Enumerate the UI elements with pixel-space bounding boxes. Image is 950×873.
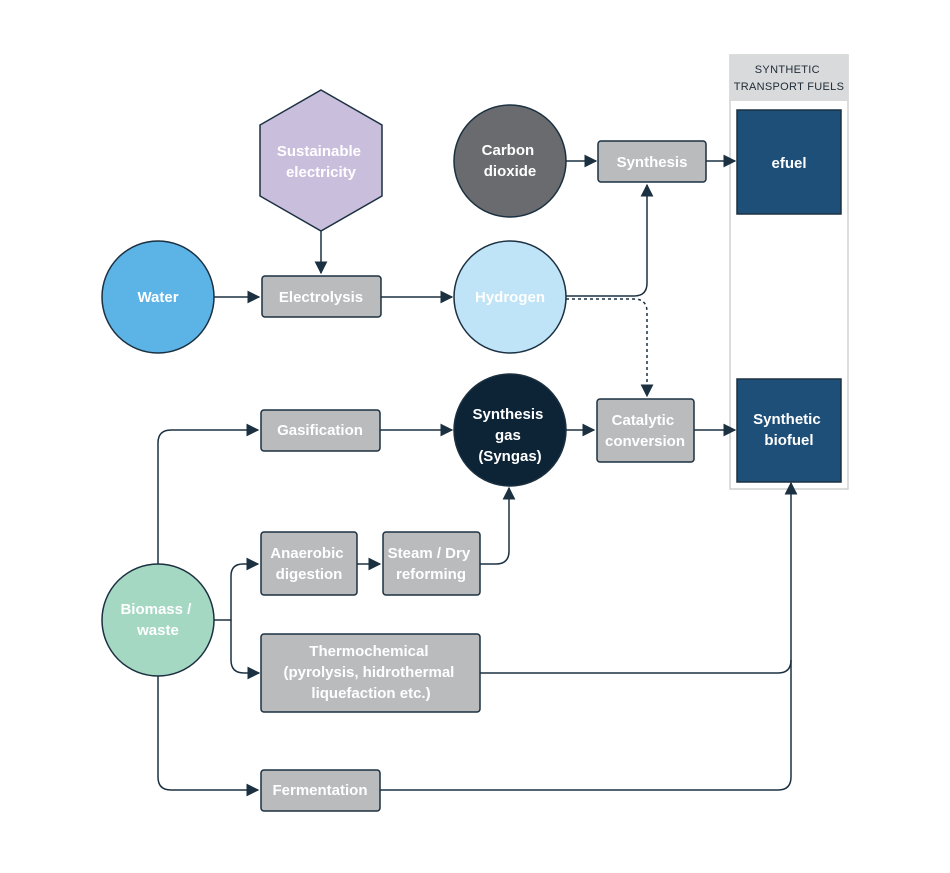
water-line-1: Water <box>137 289 178 306</box>
syngas-line-3: (Syngas) <box>478 448 541 465</box>
steam-dry-reforming-label: Steam / Dry reforming <box>388 545 475 583</box>
thermochemical-line-2: (pyrolysis, hidrothermal <box>283 664 454 681</box>
syngas-label: Synthesis gas (Syngas) <box>472 406 547 465</box>
steam-dry-reforming-line-2: reforming <box>396 566 466 583</box>
thermochemical-line-3: liquefaction etc.) <box>311 685 430 702</box>
anaerobic-digestion-label: Anaerobic digestion <box>270 545 348 583</box>
carbon-dioxide-label: Carbon dioxide <box>482 142 539 180</box>
panel-title-line-2: TRANSPORT FUELS <box>734 81 844 93</box>
syngas-line-2: gas <box>495 427 521 444</box>
carbon-dioxide-line-2: dioxide <box>484 163 537 180</box>
water-label: Water <box>137 289 178 306</box>
catalytic-conversion-line-2: conversion <box>605 433 685 450</box>
arrow-steam-to-syngas <box>480 486 516 565</box>
arrow-thermochemical-to-biofuel <box>480 481 798 674</box>
hydrogen-line-1: Hydrogen <box>475 289 545 306</box>
sustainable-electricity-hexagon <box>259 89 383 232</box>
catalytic-conversion-label: Catalytic conversion <box>605 412 685 450</box>
line-fermentation-to-biofuel <box>380 660 792 791</box>
fermentation-label: Fermentation <box>272 782 367 799</box>
hydrogen-circle <box>453 240 567 354</box>
biomass-waste-line-2: waste <box>136 622 179 639</box>
synthetic-biofuel-line-1: Synthetic <box>753 411 821 428</box>
anaerobic-digestion-line-1: Anaerobic <box>270 545 343 562</box>
arrow-hydrogen-to-catalytic-dotted <box>566 298 654 398</box>
sustainable-electricity-line-1: Sustainable <box>277 143 361 160</box>
synthetic-fuels-panel-header <box>730 55 848 101</box>
anaerobic-digestion-box <box>260 531 358 596</box>
arrow-biomass-to-gasification <box>157 423 260 565</box>
syngas-circle <box>453 373 567 487</box>
synthesis-box <box>597 140 707 183</box>
synthesis-label: Synthesis <box>617 154 688 171</box>
synthetic-biofuel-box <box>736 378 842 483</box>
thermochemical-label: Thermochemical (pyrolysis, hidrothermal … <box>283 643 458 702</box>
synthetic-biofuel-label: Synthetic biofuel <box>753 411 825 449</box>
synthesis-line-1: Synthesis <box>617 154 688 171</box>
thermochemical-line-1: Thermochemical <box>309 643 428 660</box>
electrolysis-line-1: Electrolysis <box>279 289 363 306</box>
arrow-biomass-to-thermochemical <box>230 620 261 680</box>
fermentation-line-1: Fermentation <box>272 782 367 799</box>
arrow-biomass-to-fermentation <box>157 675 260 797</box>
arrow-hydrogen-to-synthesis <box>566 183 654 297</box>
gasification-box <box>260 409 381 452</box>
biomass-waste-line-1: Biomass / <box>120 601 192 618</box>
anaerobic-digestion-line-2: digestion <box>276 566 343 583</box>
electrolysis-box <box>261 275 382 318</box>
catalytic-conversion-line-1: Catalytic <box>612 412 675 429</box>
carbon-dioxide-line-1: Carbon <box>482 142 535 159</box>
carbon-dioxide-circle <box>453 104 567 218</box>
syngas-line-1: Synthesis <box>472 406 543 423</box>
sustainable-electricity-line-2: electricity <box>286 164 357 181</box>
water-circle <box>101 240 215 354</box>
gasification-label: Gasification <box>277 422 363 439</box>
electrolysis-label: Electrolysis <box>279 289 363 306</box>
steam-dry-reforming-line-1: Steam / Dry <box>388 545 471 562</box>
thermochemical-box <box>260 633 481 713</box>
synthetic-biofuel-line-2: biofuel <box>764 432 813 449</box>
arrow-biomass-to-anaerobic <box>212 557 260 621</box>
gasification-line-1: Gasification <box>277 422 363 439</box>
efuel-box <box>736 109 842 215</box>
sustainable-electricity-label: Sustainable electricity <box>277 143 365 181</box>
efuel-label: efuel <box>771 155 806 172</box>
panel-title-line-1: SYNTHETIC <box>755 64 820 76</box>
catalytic-conversion-box <box>596 398 695 463</box>
biomass-waste-label: Biomass / waste <box>120 601 195 639</box>
steam-dry-reforming-box <box>382 531 481 596</box>
hydrogen-label: Hydrogen <box>475 289 545 306</box>
biomass-waste-circle <box>101 563 215 677</box>
efuel-line-1: efuel <box>771 155 806 172</box>
panel-title: SYNTHETIC TRANSPORT FUELS <box>734 64 844 93</box>
fermentation-box <box>260 769 381 812</box>
